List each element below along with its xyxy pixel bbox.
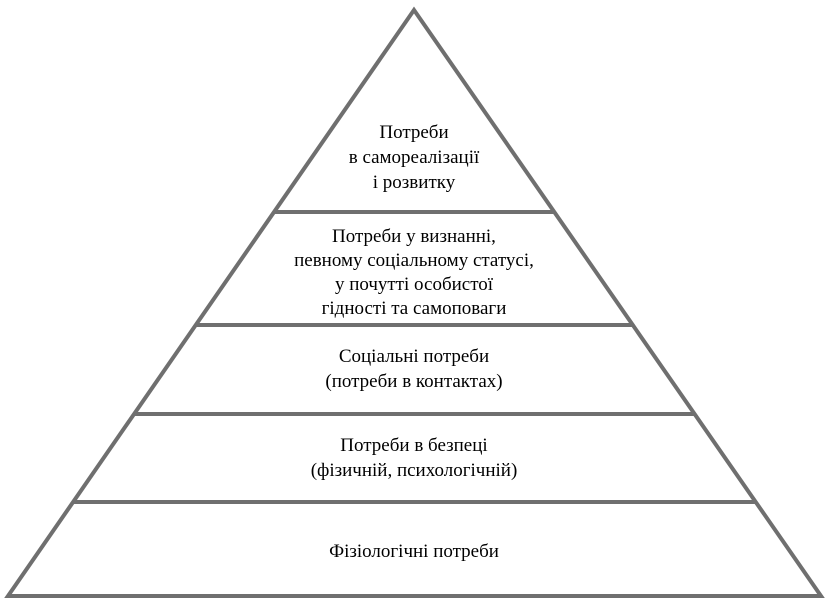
level-4-line-1: Потреби в безпеці <box>340 435 487 456</box>
level-1-line-2: в самореалізації <box>349 147 480 168</box>
level-1-line-1: Потреби <box>379 122 448 143</box>
level-social: Соціальні потреби (потреби в контактах) <box>325 346 502 392</box>
level-5-line-1: Фізіологічні потреби <box>329 541 499 562</box>
level-3-line-1: Соціальні потреби <box>339 346 489 367</box>
pyramid-outline <box>4 6 825 598</box>
level-self-actualization: Потреби в самореалізації і розвитку <box>349 122 480 193</box>
level-2-line-4: гідності та самоповаги <box>322 298 507 319</box>
level-1-line-3: і розвитку <box>373 172 456 193</box>
level-physiological: Фізіологічні потреби <box>329 541 499 562</box>
level-2-line-2: певному соціальному статусі, <box>294 250 534 271</box>
level-2-line-1: Потреби у визнанні, <box>332 226 496 247</box>
level-2-line-3: у почутті особистої <box>335 274 494 295</box>
level-safety: Потреби в безпеці (фізичній, психологічн… <box>311 435 518 481</box>
level-esteem: Потреби у визнанні, певному соціальному … <box>294 226 534 319</box>
level-4-line-2: (фізичній, психологічній) <box>311 460 518 481</box>
level-3-line-2: (потреби в контактах) <box>325 371 502 392</box>
